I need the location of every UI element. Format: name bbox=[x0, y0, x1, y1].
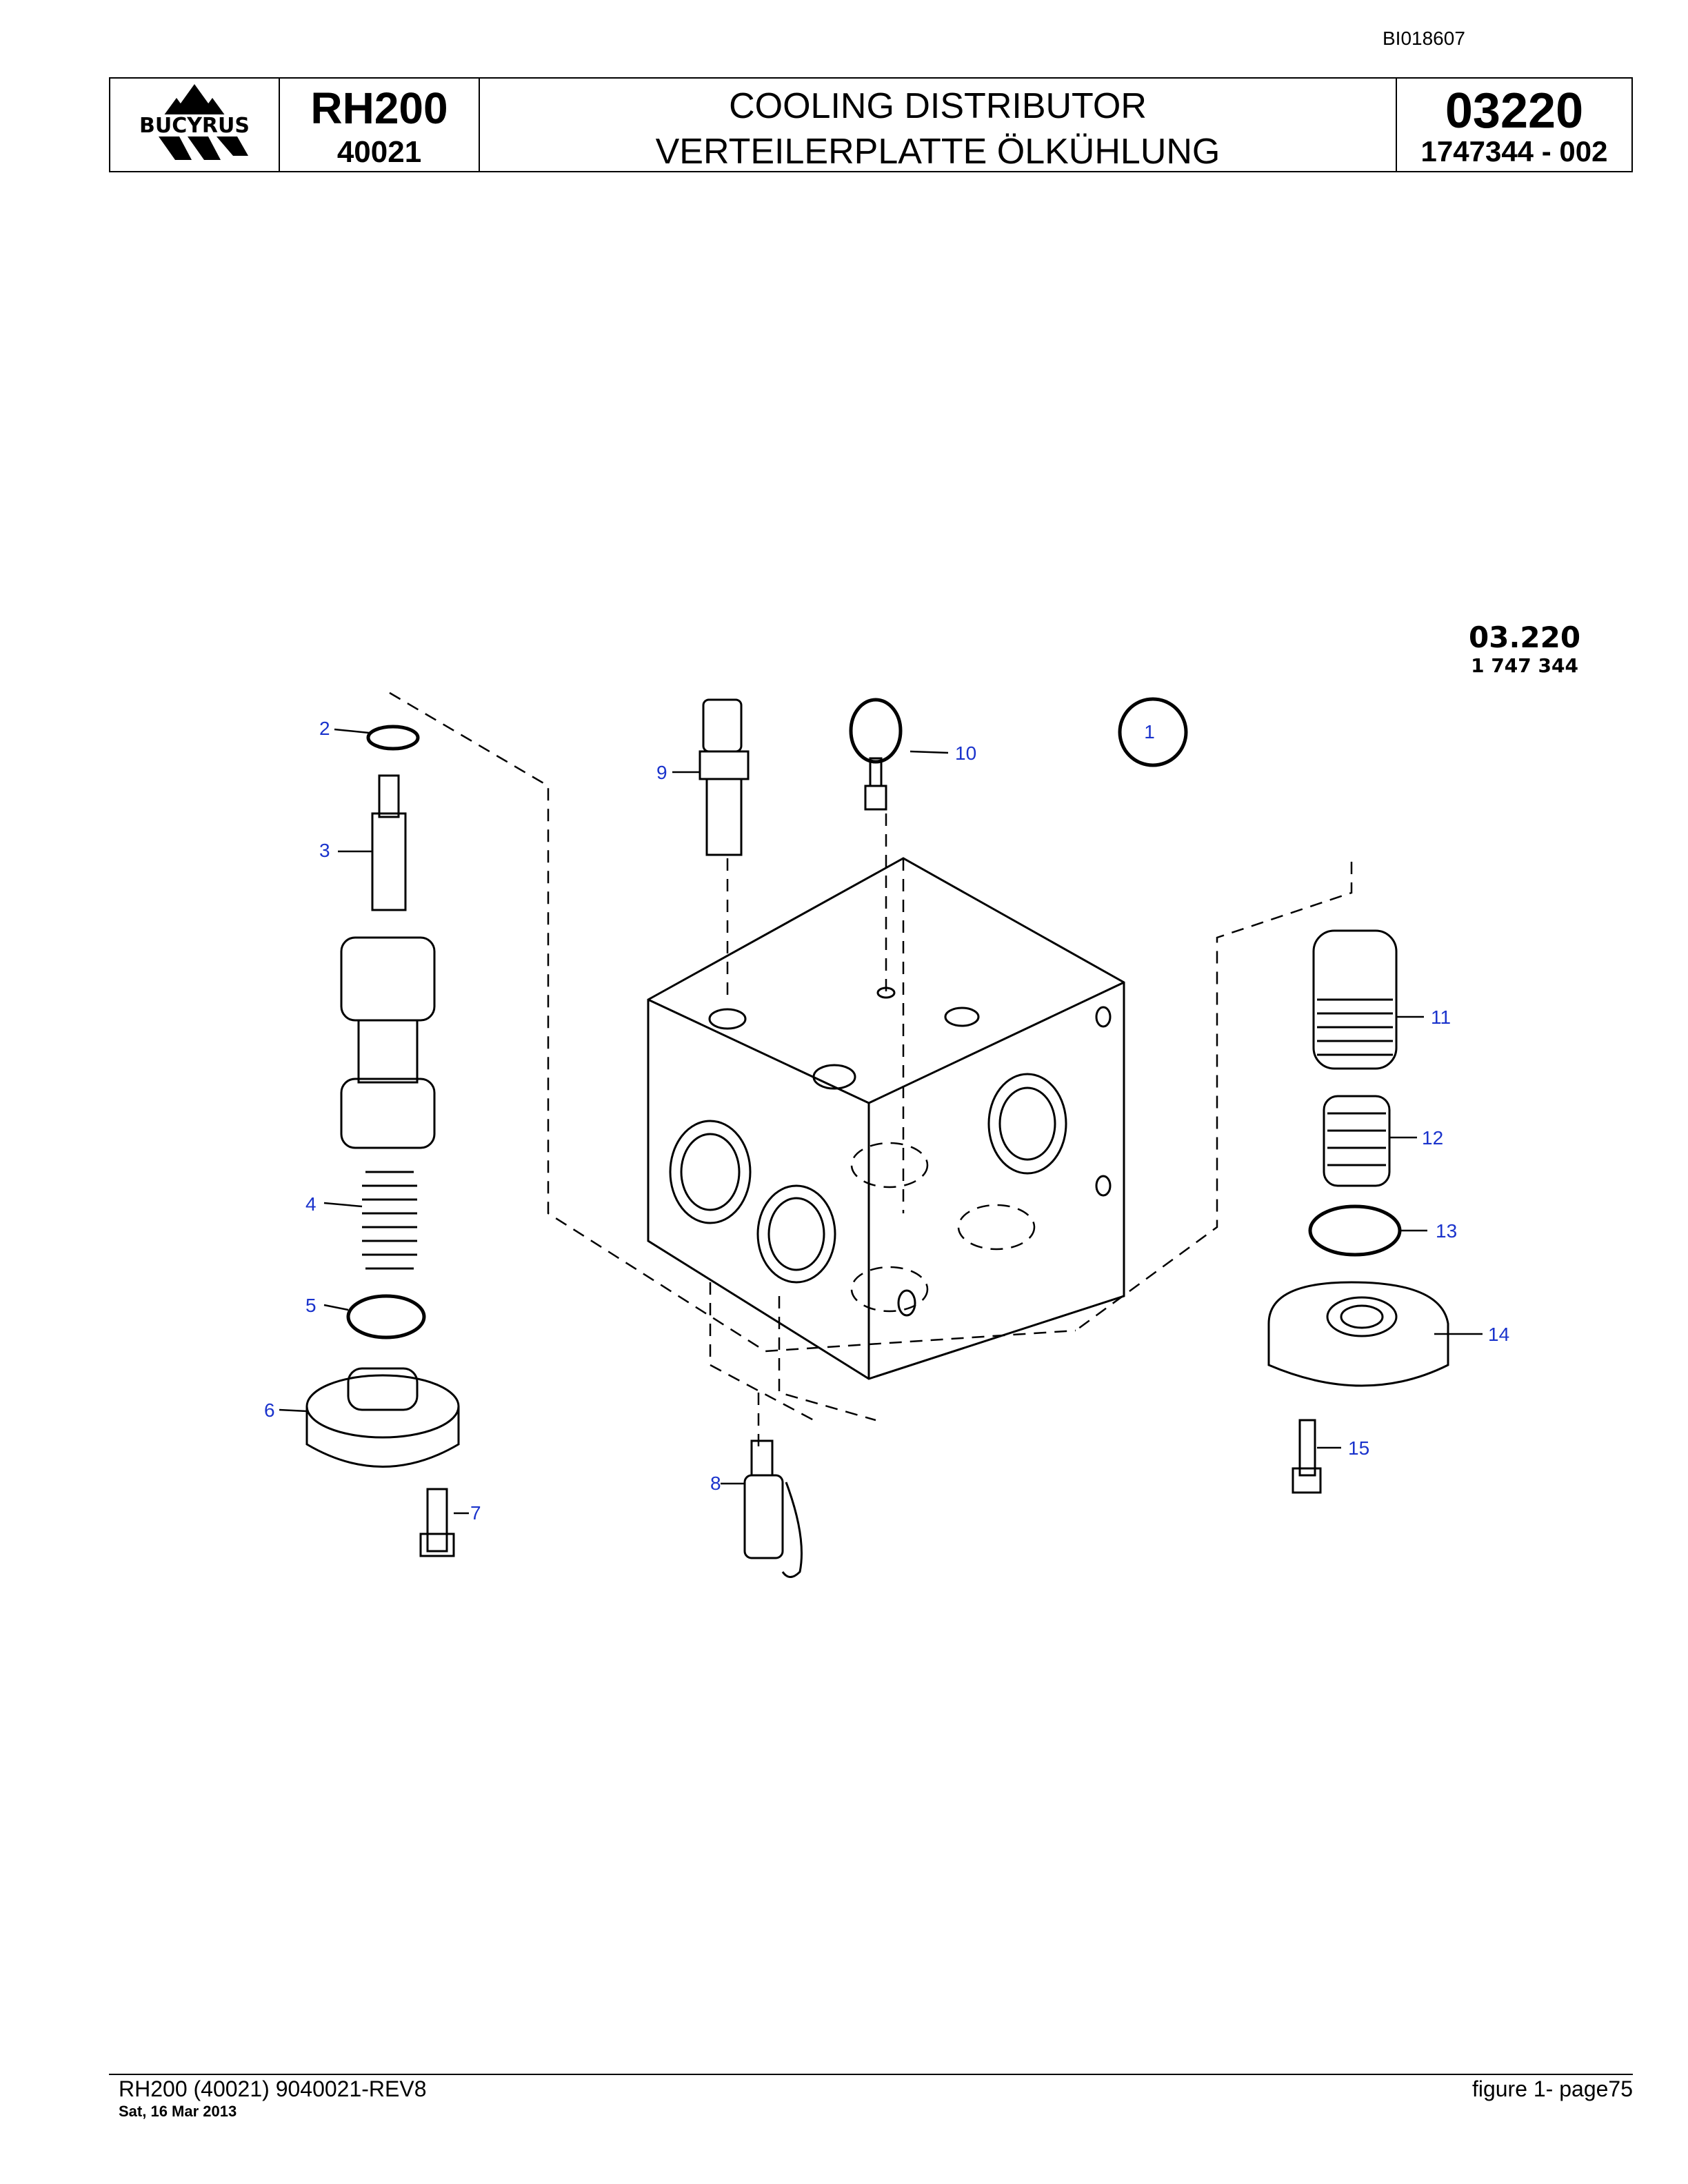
callout-10: 10 bbox=[955, 742, 976, 764]
bucyrus-logo-mark: BUCYRUS bbox=[117, 84, 272, 160]
callout-14: 14 bbox=[1488, 1324, 1509, 1345]
left-component-stack bbox=[305, 725, 460, 1557]
callout-7: 7 bbox=[470, 1502, 481, 1524]
drawing-reference: 03.220 1 747 344 bbox=[1469, 620, 1580, 677]
title-english: COOLING DISTRIBUTOR bbox=[729, 86, 1147, 126]
right-component-stack bbox=[1267, 929, 1449, 1494]
callout-2: 2 bbox=[319, 718, 330, 739]
part-number: 1747344 - 002 bbox=[1420, 135, 1608, 168]
leader-lines bbox=[279, 728, 1483, 1515]
logo-text: BUCYRUS bbox=[139, 114, 250, 138]
callout-5: 5 bbox=[305, 1295, 316, 1316]
footer-rule bbox=[109, 2074, 1633, 2075]
top-components bbox=[699, 697, 1188, 856]
bottom-component bbox=[743, 1439, 803, 1578]
footer-document-ref: RH200 (40021) 9040021-REV8 bbox=[119, 2076, 427, 2101]
document-id: BI018607 bbox=[1383, 28, 1465, 49]
part-callouts: 1 2 3 4 5 6 7 8 9 10 11 12 13 14 15 bbox=[264, 718, 1509, 1524]
serial-number: 40021 bbox=[336, 135, 422, 169]
group-number: 03220 bbox=[1445, 83, 1584, 139]
model-cell: RH200 40021 bbox=[280, 79, 480, 171]
callout-11: 11 bbox=[1431, 1007, 1451, 1028]
title-block: BUCYRUS RH200 40021 COOLING DISTRIBUTOR … bbox=[109, 77, 1633, 172]
drawing-ref-part: 1 747 344 bbox=[1471, 654, 1578, 677]
hidden-lines bbox=[389, 691, 1353, 1455]
callout-1: 1 bbox=[1144, 721, 1155, 742]
callout-8: 8 bbox=[710, 1473, 721, 1494]
title-cell: COOLING DISTRIBUTOR VERTEILERPLATTE ÖLKÜ… bbox=[480, 79, 1397, 172]
drawing-ref-group: 03.220 bbox=[1469, 620, 1581, 654]
callout-9: 9 bbox=[656, 762, 667, 783]
footer-page-ref: figure 1- page75 bbox=[1471, 2076, 1633, 2101]
callout-4: 4 bbox=[305, 1193, 316, 1215]
bucyrus-logo: BUCYRUS bbox=[110, 79, 280, 171]
callout-15: 15 bbox=[1348, 1437, 1369, 1459]
number-cell: 03220 1747344 - 002 bbox=[1397, 79, 1631, 171]
footer-date: Sat, 16 Mar 2013 bbox=[119, 2103, 237, 2120]
model-name: RH200 bbox=[310, 83, 448, 133]
distributor-block bbox=[647, 857, 1125, 1380]
callout-6: 6 bbox=[264, 1399, 275, 1421]
callout-13: 13 bbox=[1436, 1220, 1457, 1242]
callout-12: 12 bbox=[1422, 1127, 1443, 1149]
callout-3: 3 bbox=[319, 840, 330, 861]
title-german: VERTEILERPLATTE ÖLKÜHLUNG bbox=[655, 132, 1220, 172]
